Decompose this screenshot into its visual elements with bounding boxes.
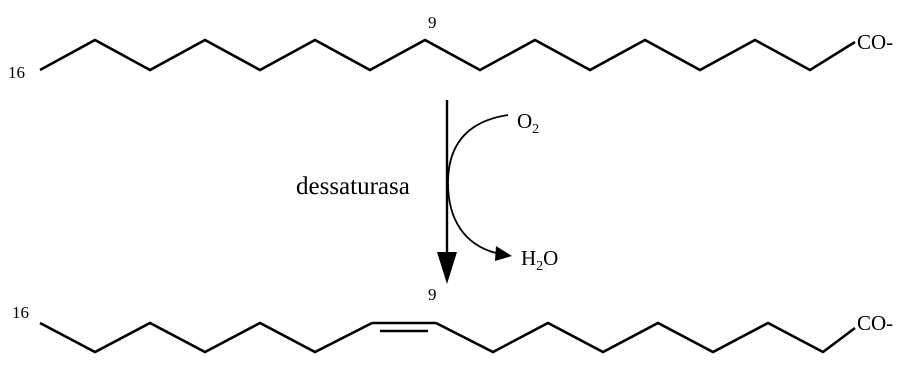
reactant-label: O2 [517, 109, 539, 137]
side-curve-arrow [447, 114, 512, 261]
enzyme-label: dessaturasa [296, 173, 410, 200]
top-position-label: 9 [428, 13, 437, 32]
reaction-arrow [437, 100, 457, 284]
side-curve-arrow-head [495, 246, 512, 261]
product-label: H2O [521, 246, 558, 274]
top-omega-label: 16 [8, 63, 25, 82]
top-terminal-group: CO- [857, 30, 893, 54]
bottom-omega-label: 16 [12, 303, 29, 322]
reactant-subscript: 2 [532, 122, 539, 137]
side-curve [447, 114, 509, 254]
product-symbol-o: O [543, 246, 558, 270]
top-carbon-chain [39, 38, 856, 72]
bottom-terminal-group: CO- [857, 311, 893, 335]
bottom-position-label: 9 [428, 285, 437, 304]
product-symbol-h: H [521, 246, 536, 270]
product-subscript: 2 [536, 259, 543, 274]
top-molecule: 16 9 CO- [8, 13, 893, 82]
bottom-carbon-chain-right [435, 321, 856, 354]
bottom-carbon-chain-left [39, 321, 373, 354]
reactant-symbol: O [517, 109, 532, 133]
bottom-molecule: 16 9 CO- [12, 285, 893, 354]
reaction-arrow-head [437, 252, 457, 284]
